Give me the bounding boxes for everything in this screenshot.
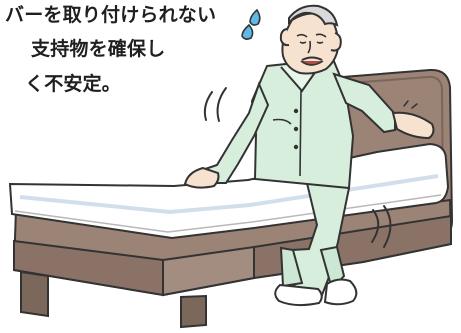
caption: バーを取り付けられない 支持物を確保し く不安定。 xyxy=(0,0,300,120)
sweat-drop-icon xyxy=(241,8,261,40)
caption-line-2: 支持物を確保し xyxy=(31,38,166,60)
caption-line-1: バーを取り付けられない xyxy=(5,4,217,26)
shake-lines-icon xyxy=(203,87,392,248)
sparkle-icon xyxy=(403,100,418,109)
elderly-person xyxy=(183,4,435,307)
caption-line-3: く不安定。 xyxy=(25,73,122,95)
